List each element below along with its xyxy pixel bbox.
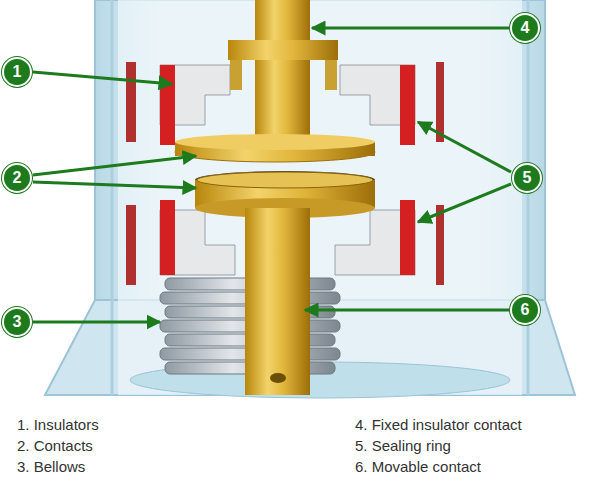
callout-text: 6 [521,301,530,319]
callout-number: 3 [2,307,32,337]
callout-text: 4 [521,19,530,37]
key-entry: 3. Bellows [17,458,85,475]
callout-number: 6 [510,295,540,325]
key-entry: 5. Sealing ring [355,437,451,454]
callout-number: 2 [2,163,32,193]
callout-text: 1 [13,63,22,81]
callout-number: 5 [512,163,542,193]
key-entry: 6. Movable contact [355,458,481,475]
callout-text: 5 [523,169,532,187]
callout-number: 1 [2,57,32,87]
callout-number: 4 [510,13,540,43]
callout-text: 3 [13,313,22,331]
key-entry: 4. Fixed insulator contact [355,416,522,433]
key-entry: 2. Contacts [17,437,93,454]
key-entry: 1. Insulators [17,416,99,433]
callout-text: 2 [13,169,22,187]
